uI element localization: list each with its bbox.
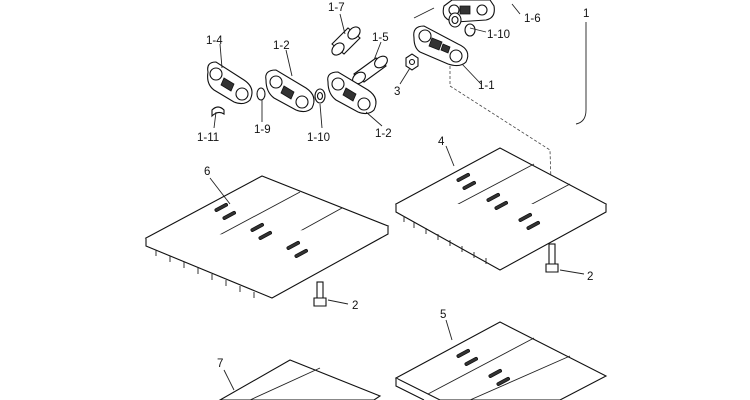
label-1-2-b: 1-2 xyxy=(375,128,392,140)
track-shoe-group-7 xyxy=(218,359,382,400)
link-1-1 xyxy=(413,25,469,67)
pin-1-5 xyxy=(352,55,388,85)
bolt-2-right xyxy=(545,243,559,273)
label-1-11: 1-11 xyxy=(197,132,219,144)
label-1-4: 1-4 xyxy=(206,35,223,47)
label-1-10-top: 1-10 xyxy=(487,29,510,41)
label-4: 4 xyxy=(438,136,445,148)
label-5: 5 xyxy=(440,309,446,321)
link-1-2-left xyxy=(265,69,315,113)
bolt-2-left xyxy=(313,281,327,307)
seal-1-9 xyxy=(256,87,266,101)
label-1-5: 1-5 xyxy=(372,32,389,44)
assembly-1-bracket xyxy=(575,22,587,125)
pin-1-11 xyxy=(211,106,225,118)
seal-1-10-top xyxy=(448,12,462,28)
label-3: 3 xyxy=(394,86,400,98)
label-1-6: 1-6 xyxy=(524,13,541,25)
label-1-2-a: 1-2 xyxy=(273,40,290,52)
seal-1-10-bottom xyxy=(314,88,326,104)
label-2-left: 2 xyxy=(352,300,358,312)
label-1-9: 1-9 xyxy=(254,124,271,136)
track-shoe-group-5 xyxy=(394,321,608,400)
seal-1-10-right xyxy=(464,23,476,37)
label-6: 6 xyxy=(204,166,210,178)
track-shoe-group-6 xyxy=(144,175,390,299)
label-1-1: 1-1 xyxy=(478,80,495,92)
link-1-2-right xyxy=(327,71,377,115)
link-1-4 xyxy=(207,61,253,105)
leader-lines xyxy=(213,3,521,129)
shoe-6-holes xyxy=(214,202,308,258)
label-1-7: 1-7 xyxy=(328,2,345,14)
shoe-4-holes xyxy=(456,172,540,230)
label-7: 7 xyxy=(217,358,223,370)
nut-3 xyxy=(405,53,419,71)
label-1: 1 xyxy=(583,8,589,20)
bushing-1-7 xyxy=(331,26,361,56)
label-1-10-bottom: 1-10 xyxy=(307,132,330,144)
track-shoe-group-4 xyxy=(394,147,608,271)
label-2-right: 2 xyxy=(587,271,593,283)
